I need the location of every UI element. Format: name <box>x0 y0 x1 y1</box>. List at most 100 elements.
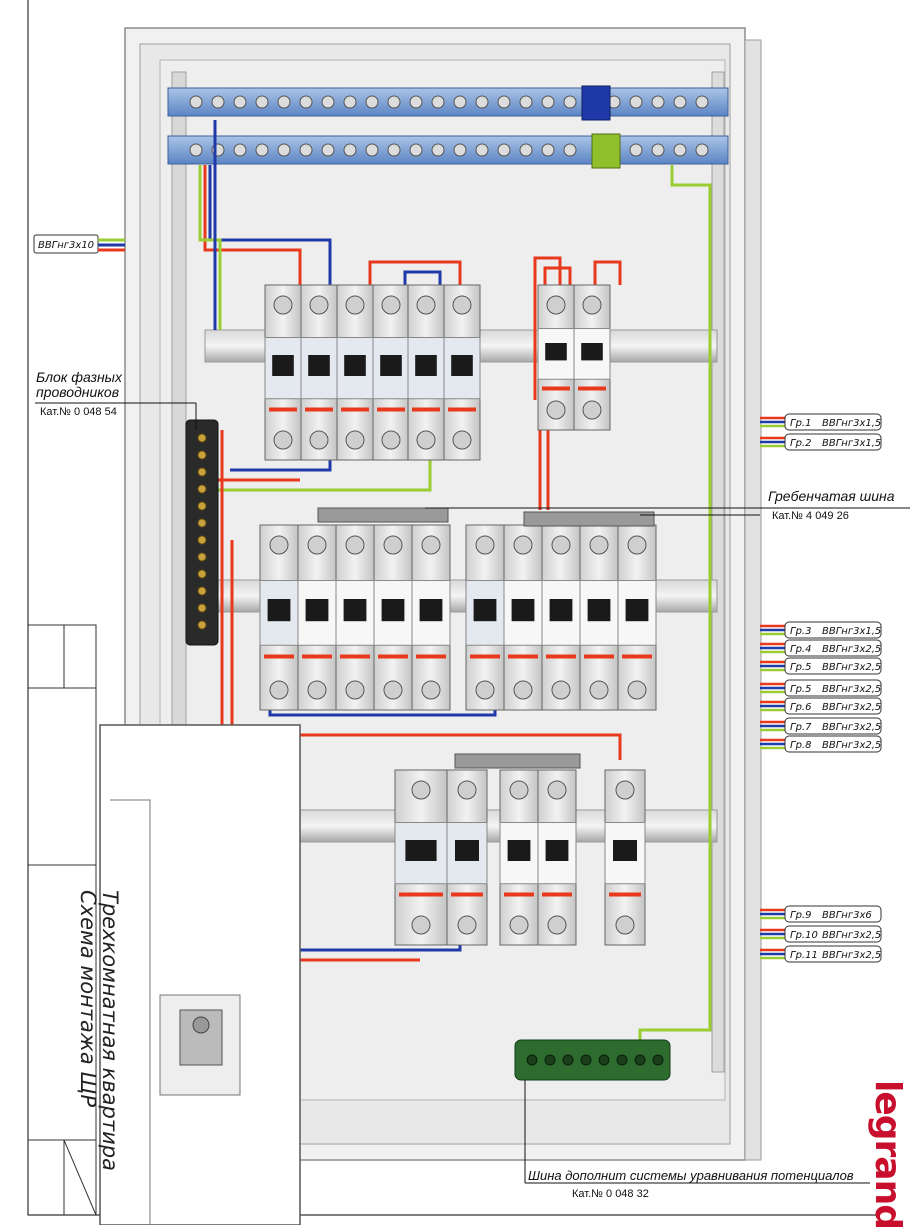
bus-screw <box>387 143 401 157</box>
brand-logo: legrand <box>867 1080 910 1229</box>
rcd-module <box>372 284 410 461</box>
terminal <box>197 518 207 528</box>
bus-screw <box>563 95 577 109</box>
title-line1: Трехкомнатная квартира <box>98 890 122 1171</box>
rcd-module <box>264 284 302 461</box>
comb-busbars <box>317 507 655 769</box>
bus-screw <box>431 95 445 109</box>
bus-screw <box>541 143 555 157</box>
bus-screw <box>255 143 269 157</box>
terminal <box>652 1054 664 1066</box>
brand-name: legrand <box>867 1080 908 1229</box>
bus-screw <box>255 95 269 109</box>
terminal <box>197 569 207 579</box>
group-label: Гр.11 <box>790 950 818 961</box>
bus-screw <box>409 143 423 157</box>
bus-screw <box>189 143 203 157</box>
group-cable-type: ВВГнг3х2,5 <box>822 740 881 751</box>
bus-screw <box>695 95 709 109</box>
bus-screw <box>563 143 577 157</box>
group-label: Гр.4 <box>790 644 811 655</box>
rcd-module <box>446 769 488 946</box>
group-cable-type: ВВГнг3х6 <box>822 910 872 921</box>
group-label: Гр.9 <box>790 910 811 921</box>
group-label: Гр.8 <box>790 740 811 751</box>
bus-screw <box>233 95 247 109</box>
phase-block-label: Блок фазных проводников <box>36 370 122 400</box>
breaker-module <box>579 524 619 711</box>
bus-screw <box>431 143 445 157</box>
bus-screw <box>541 95 555 109</box>
breaker-module <box>297 524 337 711</box>
bus-screw <box>365 143 379 157</box>
bus-screw <box>695 143 709 157</box>
breaker-module <box>541 524 581 711</box>
rcd-module <box>394 769 448 946</box>
bus-screw <box>629 95 643 109</box>
terminal <box>616 1054 628 1066</box>
terminal <box>598 1054 610 1066</box>
phase-block-cat: Кат.№ 0 048 54 <box>40 406 117 418</box>
breaker-module <box>335 524 375 711</box>
terminal <box>197 433 207 443</box>
group-cable-type: ВВГнг3х2,5 <box>822 722 881 733</box>
group-label: Гр.3 <box>790 626 811 637</box>
equipotential-bus-label: Шина дополнит системы уравнивания потенц… <box>528 1168 854 1183</box>
terminal <box>562 1054 574 1066</box>
bus-screw <box>673 143 687 157</box>
bus-screw <box>629 143 643 157</box>
bus-screw <box>519 95 533 109</box>
terminal <box>197 450 207 460</box>
breaker-module <box>604 769 646 946</box>
bus-screw <box>343 143 357 157</box>
group-label: Гр.10 <box>790 930 818 941</box>
rcd-module <box>407 284 445 461</box>
bus-screw <box>277 143 291 157</box>
title-block: Трехкомнатная квартира Схема монтажа ЩР <box>40 870 122 1171</box>
rcd-module <box>465 524 505 711</box>
rcd-module <box>300 284 338 461</box>
callout-lines <box>35 402 910 1184</box>
phase-conductor-block <box>185 419 219 646</box>
comb-bus-label: Гребенчатая шина <box>768 488 895 504</box>
terminal <box>197 586 207 596</box>
rcd-module <box>259 524 299 711</box>
bus-screw <box>673 95 687 109</box>
group-cable-type: ВВГнг3х2,5 <box>822 684 881 695</box>
title-line2: Схема монтажа ЩР <box>76 890 100 1108</box>
equipotential-bus <box>514 1039 671 1081</box>
phase-block-line2: проводников <box>36 384 119 400</box>
input-cable-label: ВВГнг3х10 <box>38 240 94 251</box>
group-cable: Гр.9 ВВГнг3х6 <box>760 905 882 923</box>
terminal <box>197 552 207 562</box>
bus-screw <box>453 143 467 157</box>
group-label: Гр.1 <box>790 418 811 429</box>
bus-screw <box>233 143 247 157</box>
rcd-module <box>443 284 481 461</box>
bus-screw <box>651 95 665 109</box>
terminal <box>197 484 207 494</box>
group-cable-type: ВВГнг3х2,5 <box>822 702 881 713</box>
group-label: Гр.5 <box>790 684 811 695</box>
bus-screw <box>277 95 291 109</box>
group-cable: Гр.8 ВВГнг3х2,5 <box>760 735 882 753</box>
bus-screw <box>409 95 423 109</box>
bus-screw <box>387 95 401 109</box>
breaker-module <box>537 769 577 946</box>
terminal <box>197 467 207 477</box>
group-cable: Гр.5 ВВГнг3х2,5 <box>760 679 882 697</box>
breaker-module <box>503 524 543 711</box>
terminal <box>197 535 207 545</box>
breaker-module <box>573 284 611 431</box>
bus-screw <box>321 95 335 109</box>
terminal <box>197 603 207 613</box>
terminal <box>580 1054 592 1066</box>
terminal <box>197 501 207 511</box>
group-cable-type: ВВГнг3х1,5 <box>822 626 881 637</box>
bus-screw <box>497 95 511 109</box>
